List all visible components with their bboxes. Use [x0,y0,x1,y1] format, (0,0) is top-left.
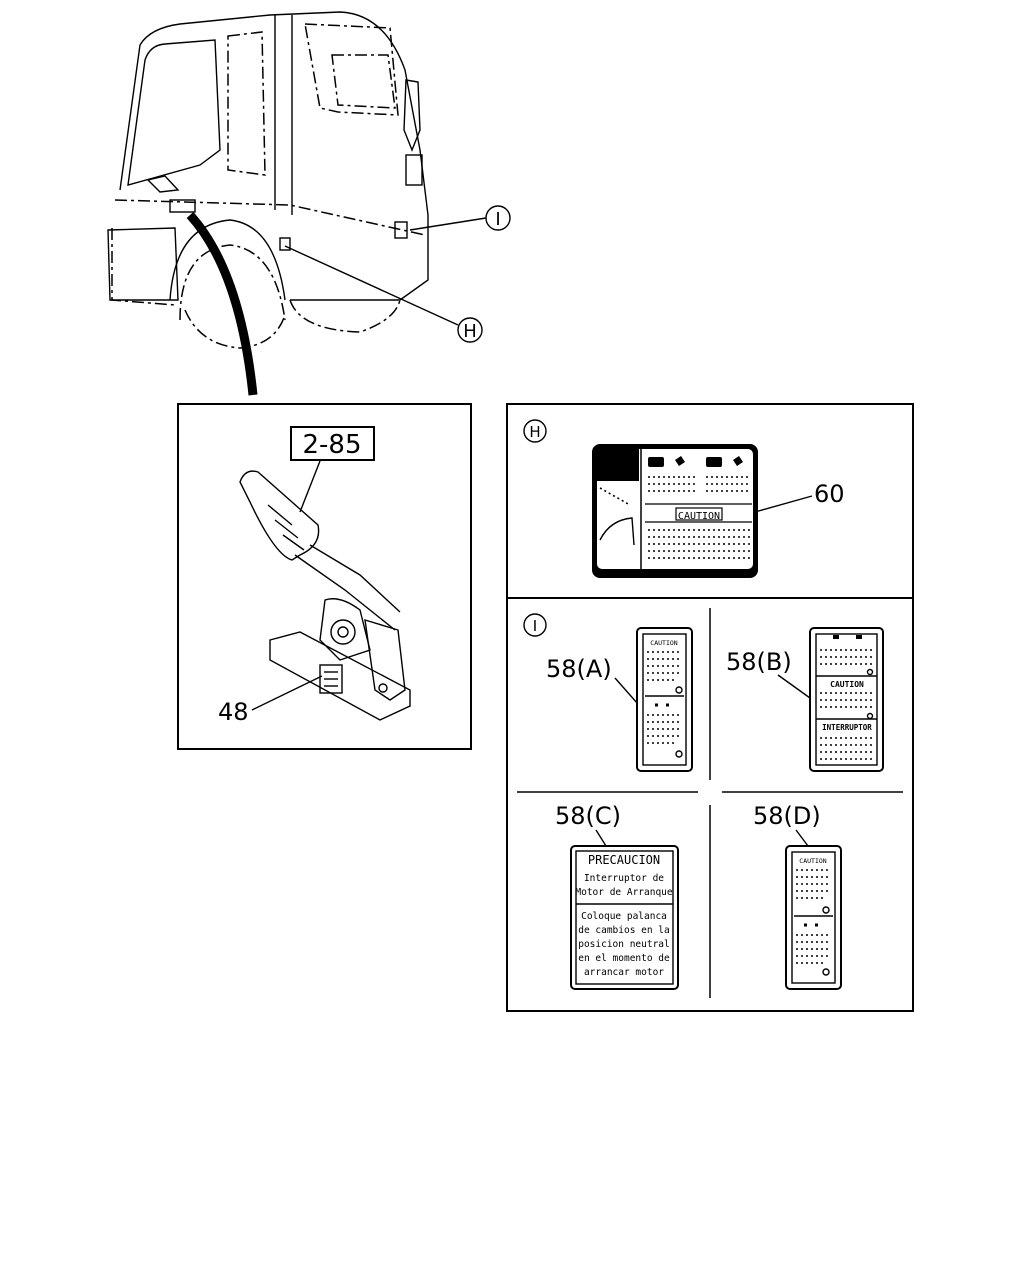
view-h-tag-circle [523,419,547,443]
callout-circle-h [457,317,483,343]
label-58b-heading-interruptor: INTERRUPTOR [822,723,872,732]
view-i-tag: I [533,617,537,635]
label-58c-sub-line1: Interruptor de [584,873,664,884]
label-58d [785,845,842,990]
callout-circle-i [485,205,511,231]
part-number-58b: 58(B) [726,648,792,676]
label-58c-body-line1: Coloque palanca [581,911,667,922]
label-58c [570,845,679,990]
label-58c-sub-line2: Motor de Arranque [575,887,673,898]
view-i-tag-circle [523,613,547,637]
part-number-58c: 58(C) [555,802,621,830]
label-58c-body-line4: en el momento de [578,953,670,964]
callout-i-label: I [495,209,500,230]
label-58c-body-line3: posicion neutral [578,939,670,950]
label-58c-body-line2: de cambios en la [578,925,670,936]
label-58a-heading: CAUTION [650,639,677,647]
part-number-58a: 58(A) [546,655,612,683]
label-58b-heading-caution: CAUTION [830,680,864,689]
label-58c-body-line5: arrancar motor [584,967,664,978]
label-60-heading: CAUTION [678,511,720,522]
truck-cab-illustration [107,11,487,396]
part-number-48: 48 [218,698,249,726]
label-58b [809,627,884,772]
caution-label-60 [592,444,758,578]
parking-lever-detail-frame [177,403,472,750]
label-58a [636,627,693,772]
callout-h-label: H [463,321,477,342]
label-58d-heading: CAUTION [799,857,826,865]
view-h-tag: H [529,423,540,441]
label-58c-title: PRECAUCION [588,853,660,867]
view-i-frame [506,597,914,1012]
part-number-58d: 58(D) [753,802,821,830]
reference-box [290,426,375,461]
reference-box-label: 2-85 [302,430,361,460]
part-number-60: 60 [814,480,845,508]
parking-brake-lever-illustration [239,460,411,721]
